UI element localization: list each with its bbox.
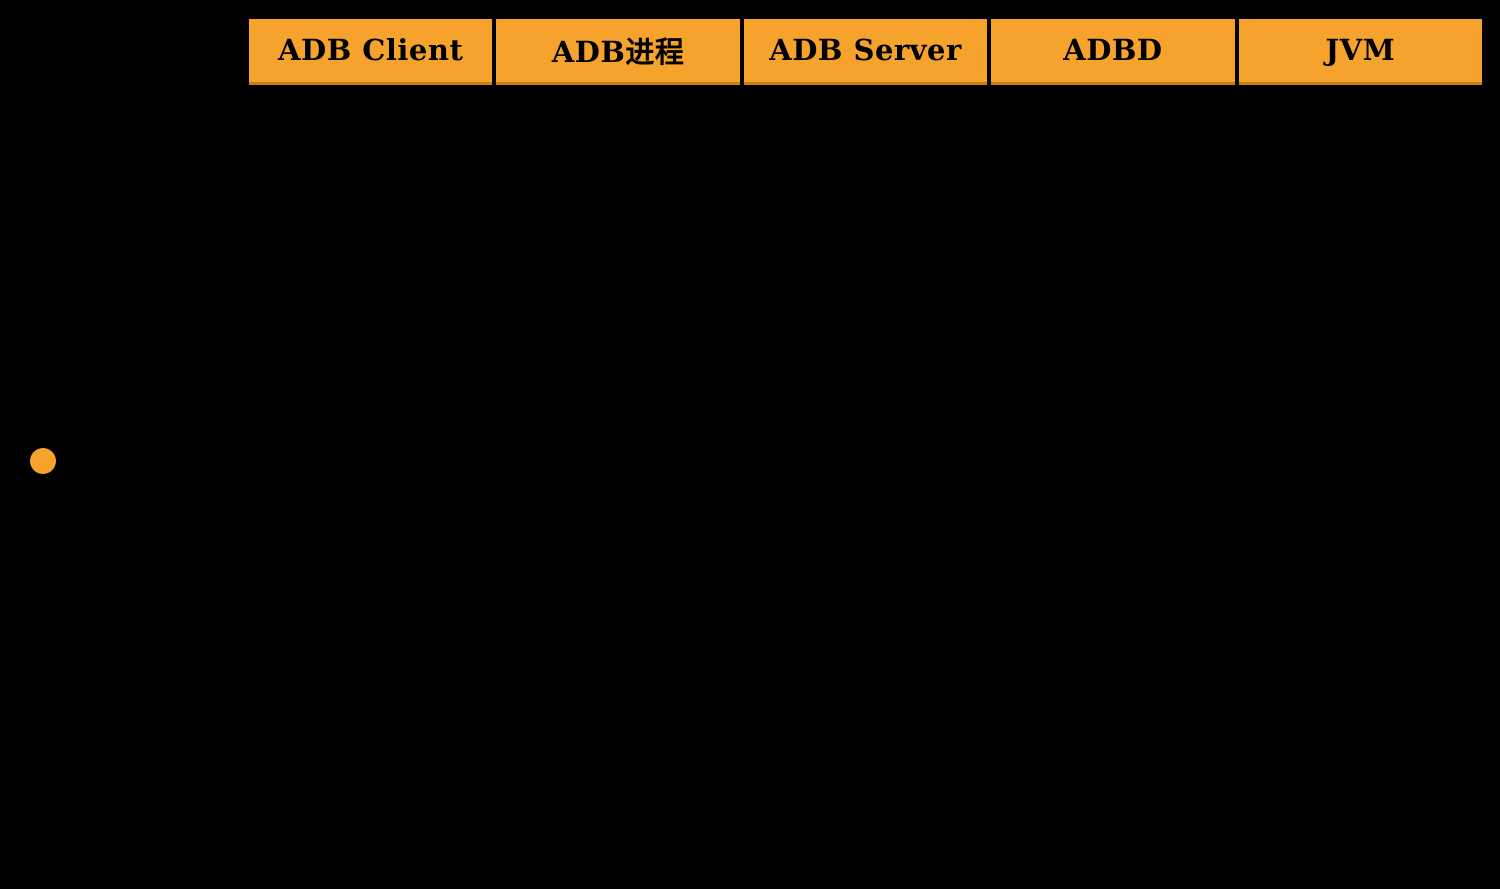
start-dot-marker [30, 448, 56, 474]
participant-adb-server: ADB Server [743, 19, 988, 85]
participant-adb-process: ADB进程 [496, 19, 740, 85]
participant-adbd: ADBD [991, 19, 1235, 85]
participant-label: ADB进程 [551, 34, 685, 69]
participant-label: ADBD [1063, 32, 1163, 67]
participant-header-bar: ADB Client ADB进程 ADB Server ADBD JVM [249, 19, 1483, 85]
participant-adb-client: ADB Client [249, 19, 493, 85]
participant-label: ADB Client [278, 32, 464, 67]
participant-label: JVM [1325, 32, 1396, 67]
participant-jvm: JVM [1238, 19, 1483, 85]
participant-label: ADB Server [769, 32, 962, 67]
